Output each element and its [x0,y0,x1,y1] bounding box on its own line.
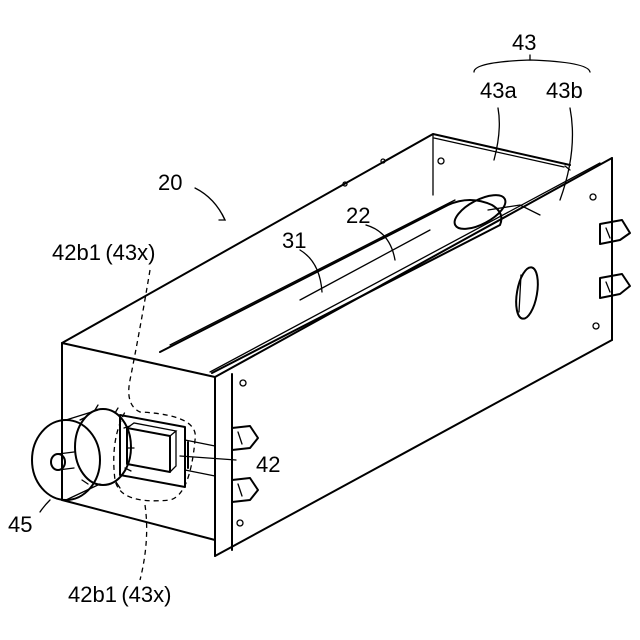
label-31: 31 [282,228,306,253]
front-tabs [232,426,258,502]
label-45: 45 [8,512,32,537]
knob-45 [32,405,134,500]
bracket-42 [120,415,215,487]
label-22: 22 [346,203,370,228]
label-42: 42 [256,452,280,477]
label-20: 20 [158,170,182,195]
label-43b: 43b [546,78,583,103]
leader-lines [40,55,590,512]
label-43a: 43a [480,78,517,103]
wall-slot [513,266,542,321]
right-tabs [600,220,630,298]
label-43: 43 [512,30,536,55]
housing [62,134,612,556]
label-42b1-bottom: 42b1 (43x) [68,582,171,607]
label-42b1-top: 42b1 (43x) [52,240,155,265]
